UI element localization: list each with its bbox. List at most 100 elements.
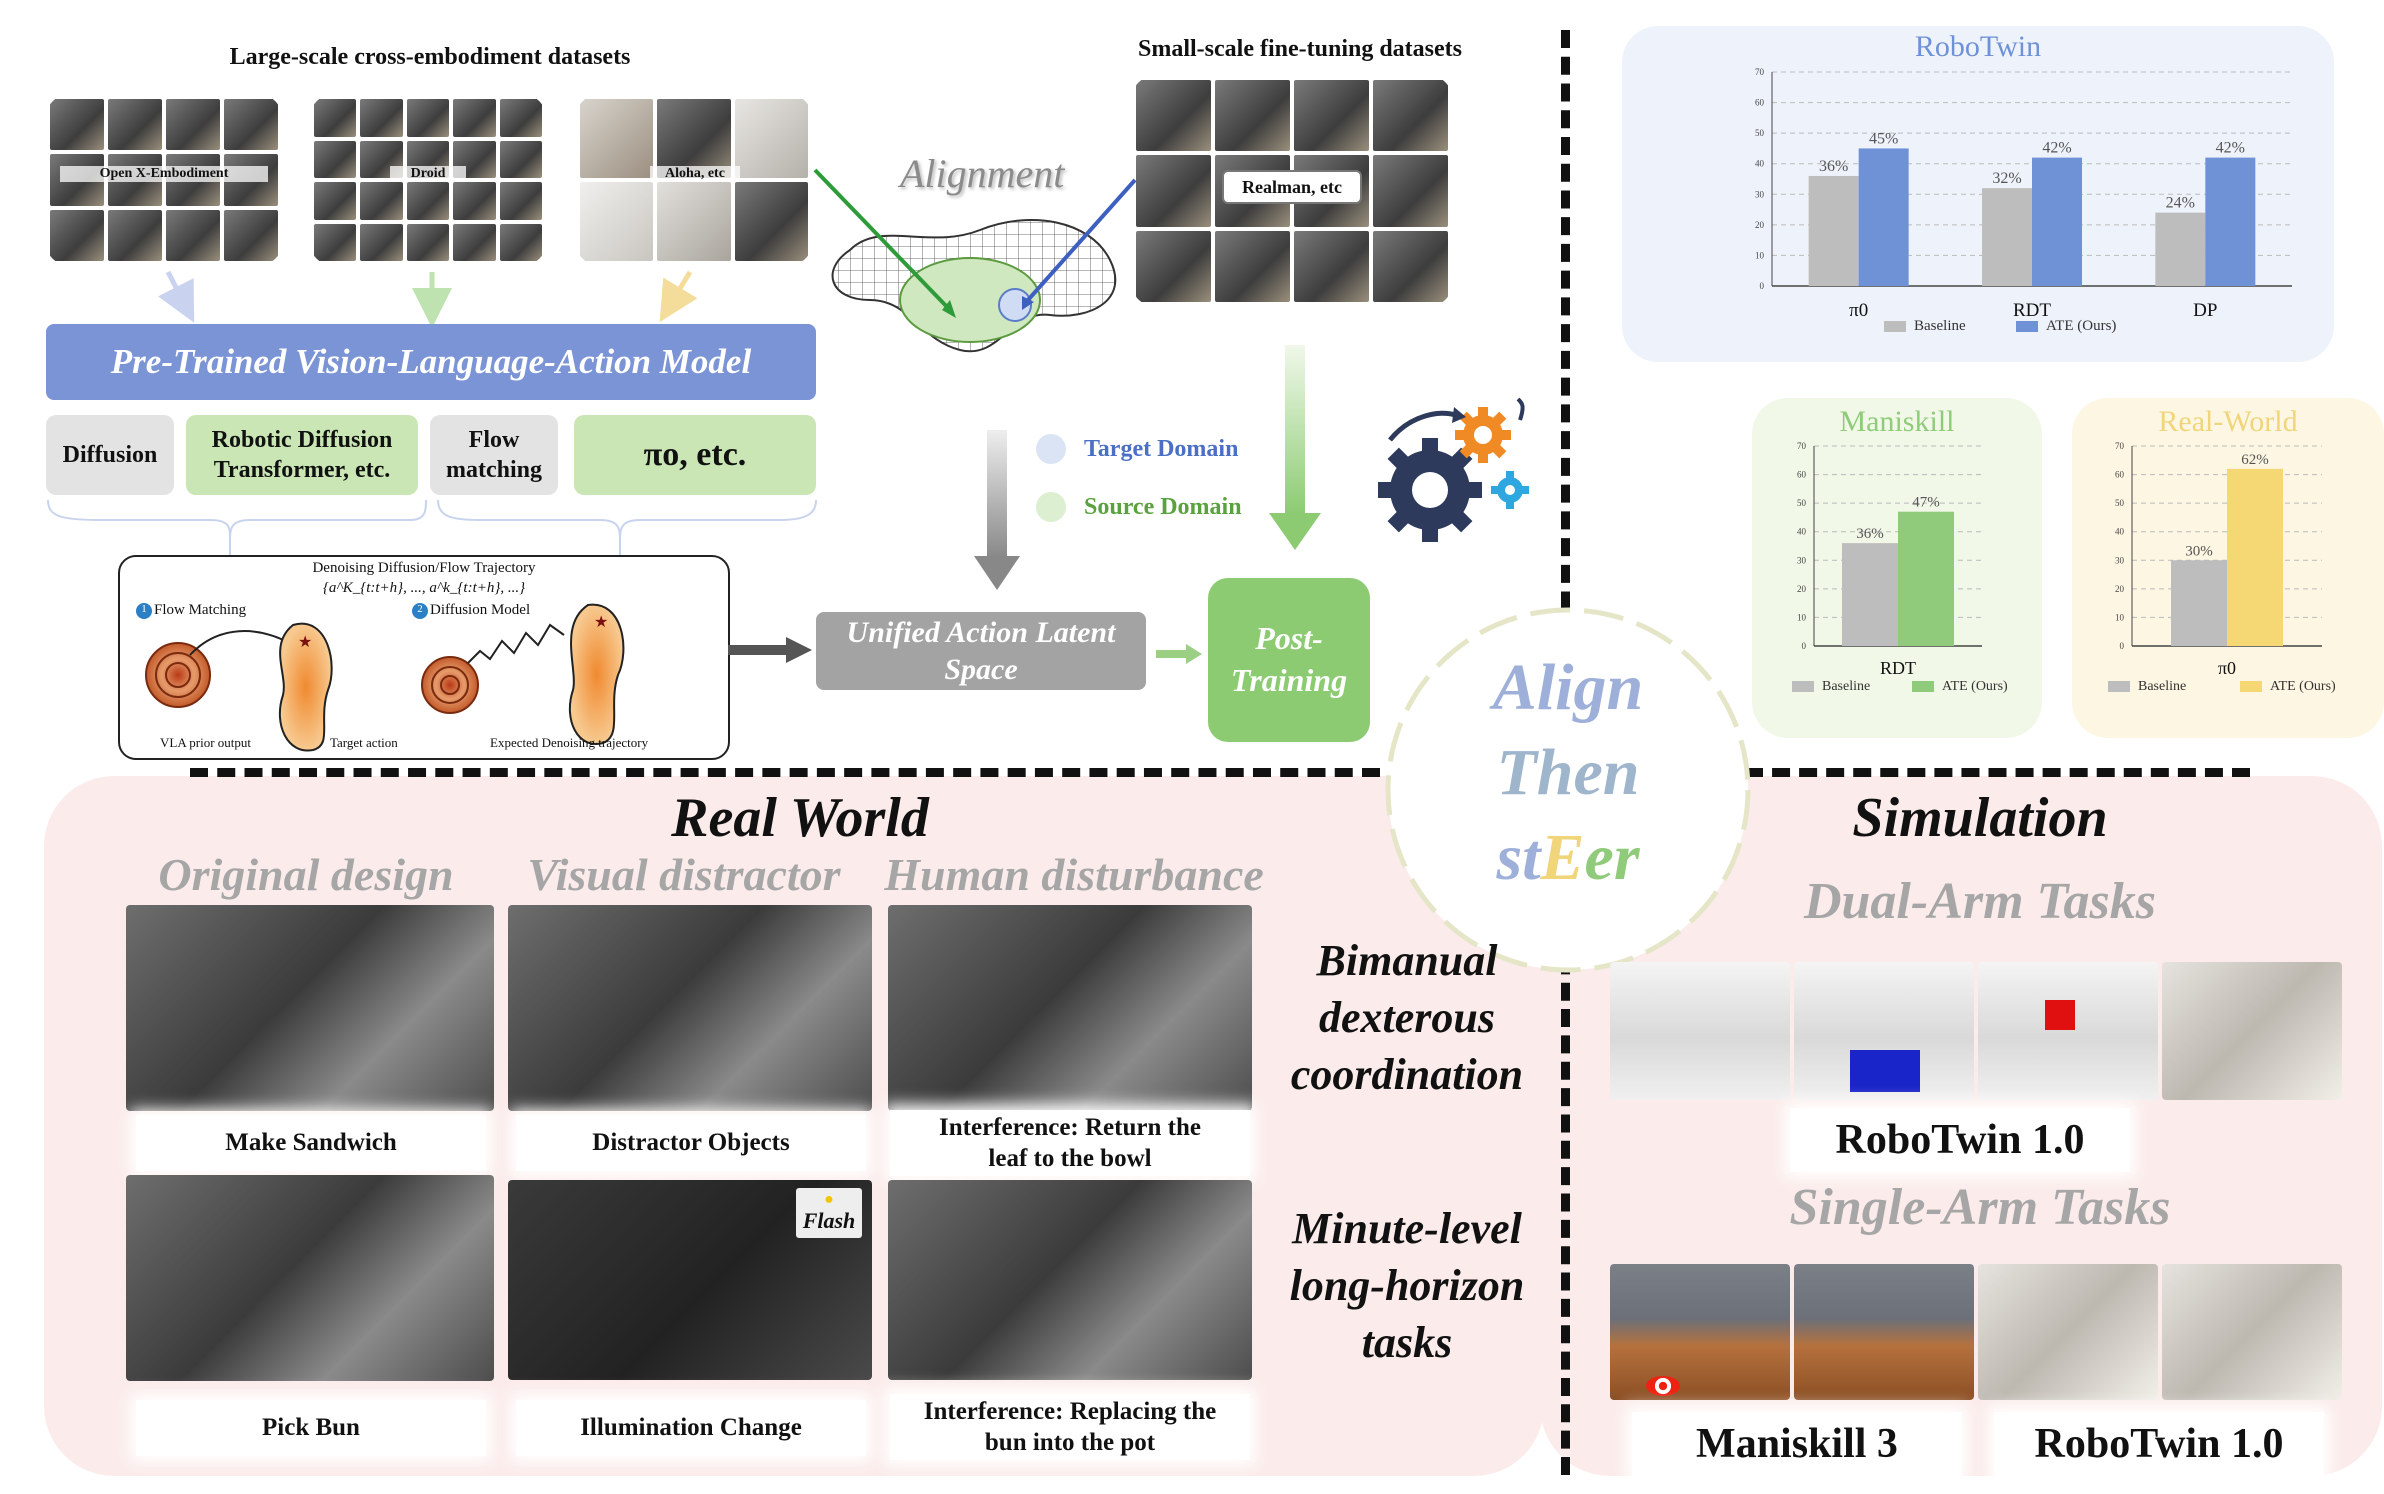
dataset-arrows <box>158 270 698 328</box>
flow-noise-disk <box>145 642 211 708</box>
dual-arm-title: Dual-Arm Tasks <box>1803 873 2157 930</box>
dataset-label-aloha: Aloha, etc <box>650 166 740 182</box>
logo-then-text: Then <box>1496 736 1640 809</box>
y-tick-label: 0 <box>1760 281 1765 291</box>
trajectory-title: Denoising Diffusion/Flow Trajectory <box>312 560 536 576</box>
data-label: 62% <box>2241 452 2269 468</box>
diffusion-number: 2 <box>417 603 423 615</box>
gears-icon <box>1378 397 1529 542</box>
flash-label: Flash <box>802 1208 856 1233</box>
minute-line3: tasks <box>1361 1318 1453 1368</box>
flow-number: 1 <box>141 603 147 615</box>
y-tick-label: 10 <box>1797 612 1807 622</box>
y-tick-label: 40 <box>1797 527 1807 537</box>
bar-baseline <box>1808 175 1859 286</box>
real-world-title: Real World <box>671 787 929 849</box>
flow-matching-label: Flow Matching <box>154 602 247 618</box>
realman-mosaic <box>1132 76 1452 306</box>
trajectory-box <box>118 555 730 760</box>
legend-swatch <box>1792 681 1814 692</box>
legend-swatch <box>2016 321 2038 332</box>
logo-then: Then <box>1378 735 1758 811</box>
logo-er: er <box>1584 821 1640 894</box>
traj-to-unified-arrow <box>728 637 812 663</box>
y-tick-label: 30 <box>1797 555 1807 565</box>
dataset-label-oxe: Open X-Embodiment <box>60 166 268 182</box>
y-tick-label: 70 <box>2115 441 2125 451</box>
y-tick-label: 60 <box>2115 470 2125 480</box>
legend-label: Baseline <box>2138 679 2186 694</box>
legend-prior-output: VLA prior output <box>160 735 251 750</box>
photo-return-leaf <box>888 905 1252 1111</box>
sim-single-photo-1 <box>1610 1264 1790 1400</box>
data-label: 36% <box>1819 158 1848 175</box>
diffusion-noise-disk <box>421 656 479 714</box>
legend-label: ATE (Ours) <box>1942 679 2008 694</box>
caption-return-leaf: Interference: Return the leaf to the bow… <box>890 1110 1250 1176</box>
data-label: 45% <box>1869 130 1898 147</box>
diffusion-model-label: Diffusion Model <box>430 602 531 618</box>
flow-number-badge <box>136 603 152 619</box>
sim-single-photo-4 <box>2162 1264 2342 1400</box>
simulation-title: Simulation <box>1852 787 2108 849</box>
realman-label: Realman, etc <box>1222 170 1362 204</box>
large-datasets-title: Large-scale cross-embodiment datasets <box>229 44 631 70</box>
caption-illumination-change: Illumination Change <box>516 1400 866 1456</box>
minute-level-text: Minute-level long-horizon tasks <box>1262 1200 1552 1372</box>
chip-rdt: Robotic Diffusion Transformer, etc. <box>186 415 418 495</box>
robotwin-1-caption: RoboTwin 1.0 <box>1790 1108 2130 1172</box>
finetune-down-arrow <box>1269 345 1321 550</box>
blue-block <box>1850 1050 1920 1092</box>
bar-ate-ours- <box>1898 511 1954 646</box>
dataset-label-droid: Droid <box>390 166 466 182</box>
robotwin-chart-title: RoboTwin <box>1914 30 2042 63</box>
photo-make-sandwich <box>126 905 494 1111</box>
y-tick-label: 40 <box>1755 159 1765 169</box>
bar-baseline <box>1842 543 1898 646</box>
robotwin-2-caption: RoboTwin 1.0 <box>1994 1412 2324 1476</box>
bimanual-line1: Bimanual <box>1316 936 1498 985</box>
data-label: 47% <box>1912 495 1940 511</box>
bar-ate-ours- <box>2205 157 2256 286</box>
logo-align-text: Align <box>1492 651 1644 724</box>
svg-text:★: ★ <box>298 634 312 651</box>
photo-pick-bun <box>126 1175 494 1381</box>
caption-pick-bun: Pick Bun <box>136 1400 486 1456</box>
ate-logo-ring <box>1385 607 1751 973</box>
chip-pi0: πo, etc. <box>574 415 816 495</box>
y-tick-label: 30 <box>1755 189 1765 199</box>
logo-steer: stEer <box>1378 820 1758 896</box>
column-original-design: Original design <box>158 849 454 900</box>
sim-dual-photo-3 <box>1978 962 2158 1100</box>
y-tick-label: 30 <box>2115 555 2125 565</box>
y-tick-label: 50 <box>1755 128 1765 138</box>
data-label: 30% <box>2185 543 2213 559</box>
chip-brackets <box>47 499 817 556</box>
alignment-manifold <box>813 168 1137 353</box>
unified-to-post-arrow <box>1156 644 1202 664</box>
single-arm-title: Single-Arm Tasks <box>1789 1179 2171 1236</box>
target-domain-dot <box>1036 434 1066 464</box>
photo-distractor-objects <box>508 905 872 1111</box>
y-tick-label: 20 <box>1755 220 1765 230</box>
category-label: π0 <box>1849 300 1868 321</box>
horizontal-divider-right <box>1745 768 2250 777</box>
droid-mosaic <box>310 95 546 265</box>
trajectory-set: {a^K_{t:t+h}, ..., a^k_{t:t+h}, ...} <box>322 580 526 596</box>
y-tick-label: 70 <box>1755 67 1765 77</box>
alignment-down-arrow <box>974 430 1020 590</box>
data-label: 42% <box>2042 140 2071 157</box>
flash-bulb-icon: ● <box>824 1191 834 1208</box>
y-tick-label: 60 <box>1755 98 1765 108</box>
category-label: RDT <box>1880 658 1916 678</box>
caption-make-sandwich: Make Sandwich <box>136 1115 486 1171</box>
y-tick-label: 70 <box>1797 441 1807 451</box>
robotwin-chart: 01020304050607036%45%π032%42%RDT24%42%DP… <box>1755 67 2292 334</box>
vertical-divider-bottom <box>1561 930 1570 1475</box>
sim-single-photo-2 <box>1794 1264 1974 1400</box>
caption-replace-bun: Interference: Replacing the bun into the… <box>890 1394 1250 1460</box>
maniskill-3-caption: Maniskill 3 <box>1632 1412 1962 1476</box>
legend-target-action: Target action <box>330 735 398 750</box>
post-training-box: Post-Training <box>1208 578 1370 742</box>
